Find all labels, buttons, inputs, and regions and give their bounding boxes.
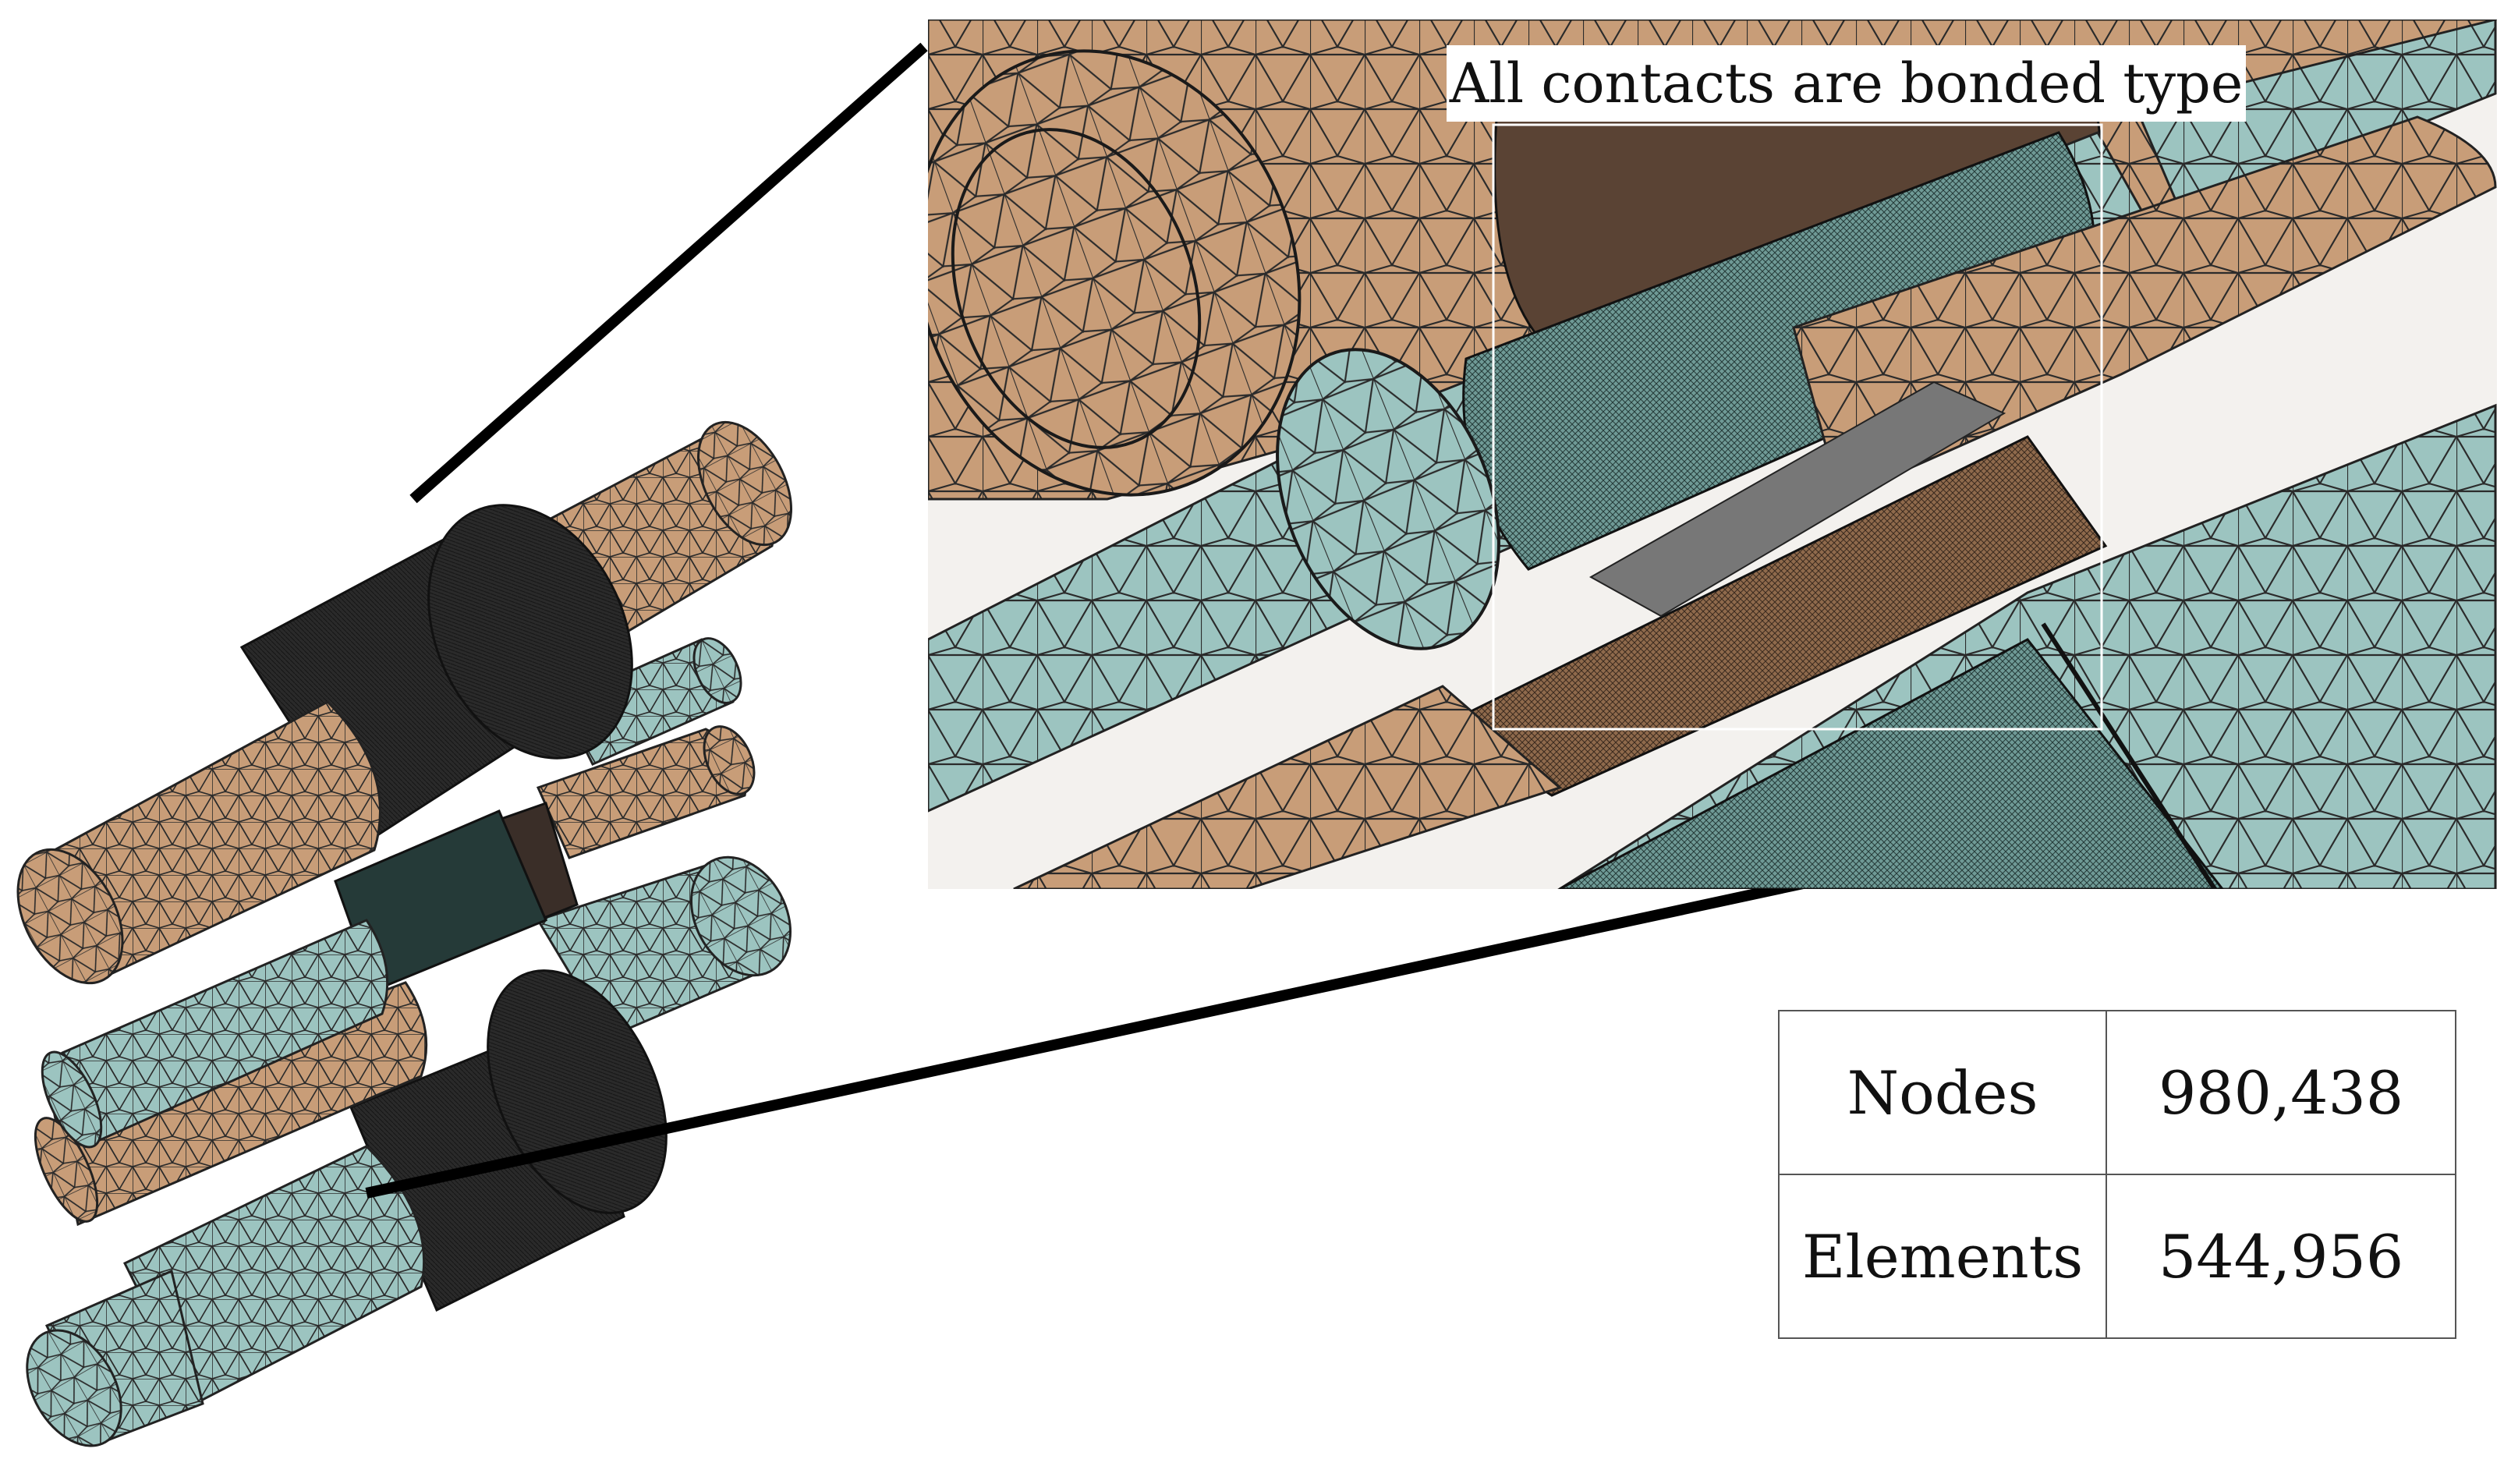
table-row: Nodes 980,438 bbox=[1777, 1010, 2456, 1175]
row-value-nodes: 980,438 bbox=[2106, 1010, 2456, 1175]
mesh-statistics-table: Nodes 980,438 Elements 544,956 bbox=[1777, 1010, 2456, 1339]
full-assembly bbox=[16, 420, 793, 1447]
row-value-elements: 544,956 bbox=[2106, 1174, 2456, 1339]
upper-tan-backup-roll bbox=[16, 420, 793, 985]
leader-line-upper bbox=[409, 42, 928, 504]
row-label-nodes: Nodes bbox=[1777, 1010, 2108, 1175]
row-label-elements: Elements bbox=[1777, 1174, 2108, 1339]
selection-box bbox=[1492, 123, 2103, 731]
zoom-inset bbox=[928, 19, 2497, 889]
contact-patch bbox=[1588, 381, 2006, 618]
annotation-label: All contacts are bonded type bbox=[1447, 45, 2246, 122]
table-row: Elements 544,956 bbox=[1777, 1174, 2456, 1339]
